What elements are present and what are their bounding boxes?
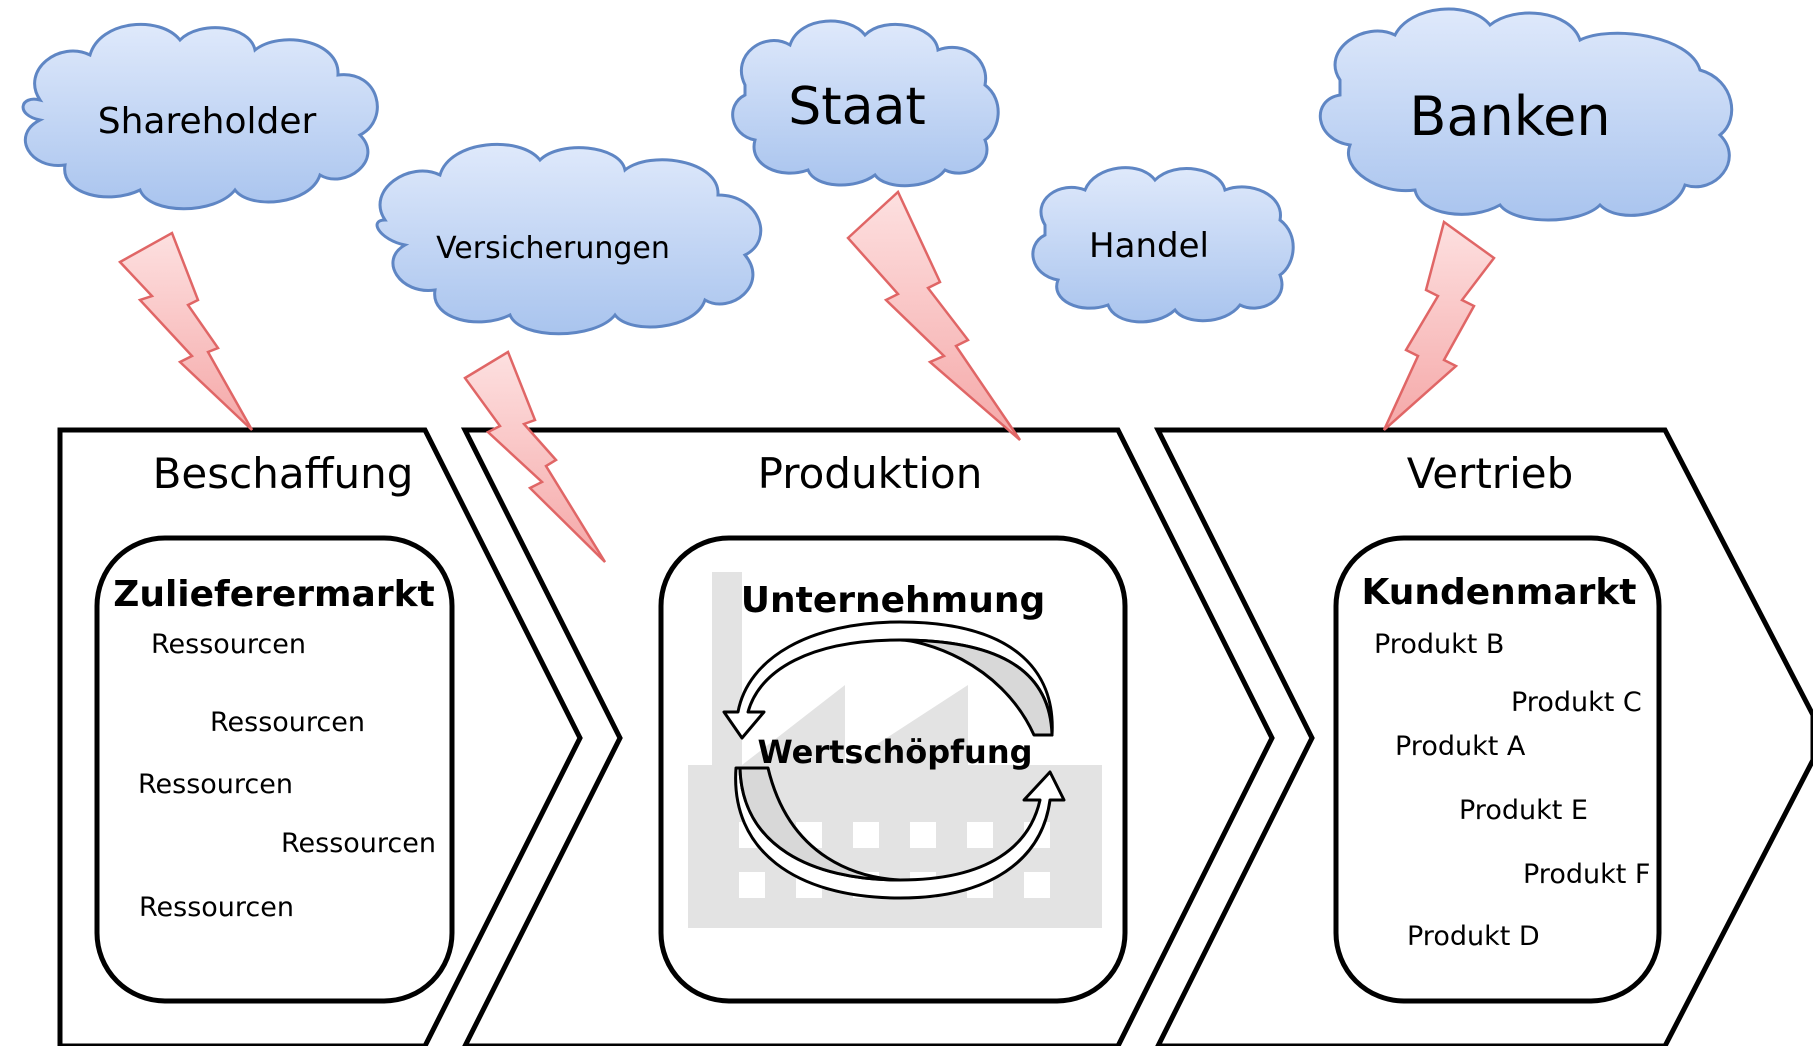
cloud-label-banken: Banken [1409, 85, 1610, 148]
ressourcen-item: Ressourcen [210, 707, 365, 738]
kundenmarkt-box [1333, 535, 1662, 1004]
produkt-item: Produkt C [1511, 687, 1642, 718]
cloud-label-versicherungen: Versicherungen [436, 231, 670, 266]
cloud-label-shareholder: Shareholder [98, 101, 317, 142]
ressourcen-item: Ressourcen [151, 629, 306, 660]
produkt-item: Produkt F [1523, 859, 1650, 890]
lightning-bolt-icon [1382, 219, 1496, 431]
cloud-staat: Staat [731, 19, 1000, 188]
stage-title-beschaffung: Beschaffung [153, 449, 414, 498]
cloud-handel: Handel [1031, 166, 1295, 324]
stage-title-produktion: Produktion [758, 449, 983, 498]
produkt-item: Produkt A [1395, 731, 1526, 762]
cloud-label-staat: Staat [788, 77, 926, 137]
produkt-item: Produkt B [1374, 629, 1504, 660]
ressourcen-item: Ressourcen [139, 892, 294, 923]
cloud-label-handel: Handel [1089, 226, 1209, 266]
produkt-item: Produkt E [1459, 795, 1588, 826]
zulieferermarkt-title: Zulieferermarkt [113, 574, 435, 615]
cloud-banken: Banken [1318, 7, 1734, 222]
lightning-bolt-icon [463, 350, 607, 563]
lightning-bolt-icon [846, 189, 1022, 441]
cloud-versicherungen: Versicherungen [375, 142, 763, 336]
unternehmung-title: Unternehmung [741, 580, 1045, 621]
wertschoepfung-label: Wertschöpfung [757, 733, 1032, 771]
cloud-shareholder: Shareholder [21, 22, 379, 211]
produkt-item: Produkt D [1407, 921, 1540, 952]
cycle-arrows-icon [722, 620, 1066, 900]
lightning-bolt-icon [117, 231, 254, 431]
stage-title-vertrieb: Vertrieb [1407, 449, 1573, 498]
ressourcen-item: Ressourcen [281, 828, 436, 859]
zulieferermarkt-box [94, 535, 455, 1004]
kundenmarkt-title: Kundenmarkt [1361, 572, 1636, 613]
ressourcen-item: Ressourcen [138, 769, 293, 800]
